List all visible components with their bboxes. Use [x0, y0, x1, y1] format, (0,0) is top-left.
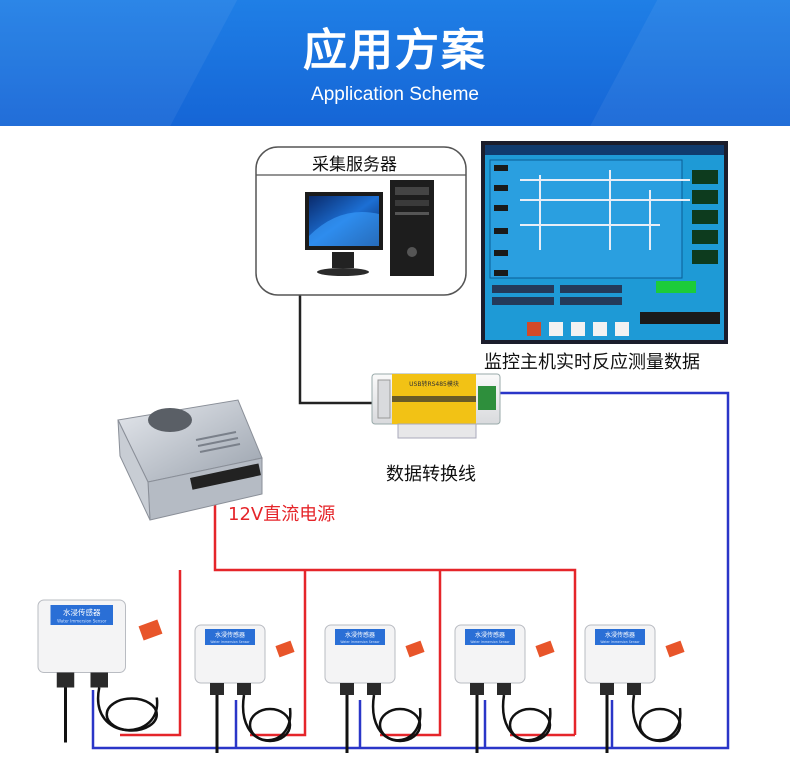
- page-subtitle: Application Scheme: [311, 84, 479, 105]
- monitor-screen: [481, 141, 728, 344]
- sensor-name-en: Water Immersion Sensor: [57, 619, 107, 624]
- sensor-name-en: Water Immersion Sensor: [470, 640, 510, 644]
- sensor-name-en: Water Immersion Sensor: [210, 640, 250, 644]
- header-banner: 应用方案 Application Scheme: [0, 0, 790, 126]
- server-label: 采集服务器: [312, 155, 397, 175]
- server-computer-icon: [305, 180, 434, 276]
- converter-sticker: USB转RS485模块: [409, 380, 459, 388]
- sensor-name: 水浸传感器: [345, 631, 375, 639]
- signal-wires: [91, 391, 730, 750]
- monitor-label: 监控主机实时反应测量数据: [484, 352, 700, 373]
- sensor-name: 水浸传感器: [63, 607, 101, 617]
- sensor-name: 水浸传感器: [215, 631, 245, 639]
- data-wire: [298, 250, 378, 405]
- sensor-name-en: Water Immersion Sensor: [340, 640, 380, 644]
- sensor-name: 水浸传感器: [475, 631, 505, 639]
- power-label: 12V直流电源: [228, 504, 336, 525]
- sensor-name: 水浸传感器: [605, 631, 635, 639]
- water-sensor-icon: 水浸传感器 Water Immersion Sensor: [37, 599, 163, 743]
- converter-label: 数据转换线: [386, 464, 476, 485]
- usb-rs485-converter-icon: USB转RS485模块: [371, 373, 501, 439]
- page-title: 应用方案: [303, 25, 487, 76]
- sensor-name-en: Water Immersion Sensor: [600, 640, 640, 644]
- power-supply-icon: [117, 399, 263, 521]
